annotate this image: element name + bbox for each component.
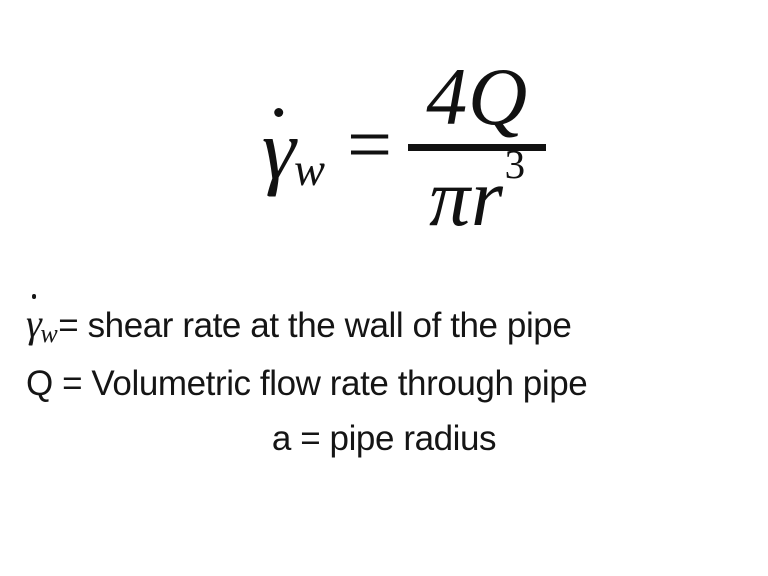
definition-list: γ w= shear rate at the wall of the pipe … <box>0 294 768 466</box>
fraction-numerator: 4Q <box>426 50 529 142</box>
definition-line-flow-rate: Q = Volumetric flow rate through pipe <box>0 356 768 411</box>
dot-accent-icon <box>274 107 284 117</box>
denominator-base: πr <box>429 151 504 243</box>
gamma-letter: γ <box>26 301 42 346</box>
subscript-w: w <box>293 145 325 197</box>
definition-line-pipe-radius: a = pipe radius <box>0 411 768 466</box>
denominator-exponent: 3 <box>504 141 526 188</box>
definition-text-shear-rate: = shear rate at the wall of the pipe <box>58 306 572 345</box>
inline-subscript-w: w <box>40 319 58 348</box>
gamma-letter: γ <box>261 101 296 197</box>
wall-shear-rate-symbol: γ w <box>262 106 325 197</box>
definition-line-shear-rate: γ w= shear rate at the wall of the pipe <box>0 294 768 356</box>
definition-text-flow-rate: Q = Volumetric flow rate through pipe <box>26 364 588 403</box>
fraction-bar <box>408 143 547 151</box>
equals-sign: = <box>347 101 393 189</box>
gamma-dot-glyph: γ <box>262 106 296 192</box>
definition-text-pipe-radius: a = pipe radius <box>271 419 497 458</box>
inline-gamma-dot-symbol: γ <box>26 294 42 351</box>
dot-accent-icon <box>31 294 37 299</box>
